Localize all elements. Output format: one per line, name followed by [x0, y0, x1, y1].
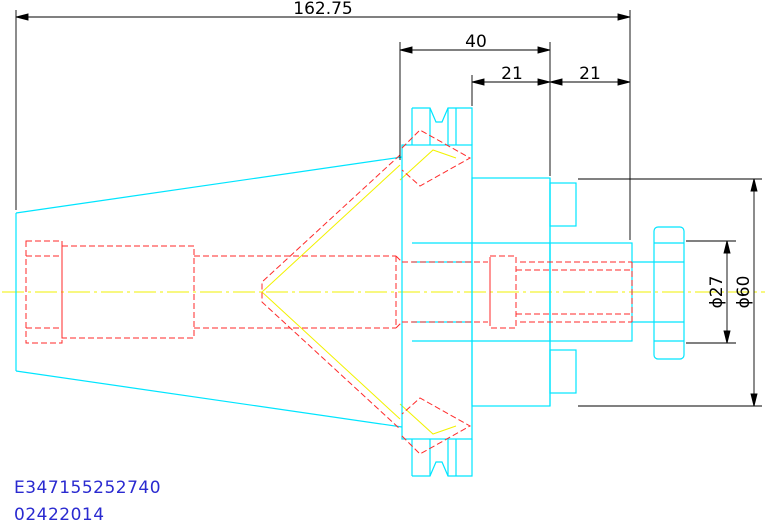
- part-code-primary: E347155252740: [14, 478, 162, 498]
- dimension-lines: [15, 10, 762, 407]
- dim-segment-right: 21: [579, 64, 601, 84]
- dim-diameter-large: ϕ60: [734, 276, 754, 309]
- v-groove-top: [412, 107, 473, 145]
- drive-key-top: [549, 182, 577, 227]
- bore-main: [61, 245, 195, 339]
- dim-flange-width: 40: [465, 32, 487, 52]
- taper-top-edge: [15, 156, 403, 214]
- clamp-nut: [653, 226, 685, 360]
- drive-key-bottom: [549, 349, 577, 394]
- centerline: [2, 149, 765, 435]
- outline: [15, 107, 685, 477]
- part-code-secondary: 02422014: [14, 505, 105, 523]
- dim-diameter-small: ϕ27: [707, 276, 727, 309]
- dim-overall-length: 162.75: [293, 0, 352, 19]
- hidden-lines: [25, 129, 633, 455]
- taper-bottom-edge: [15, 370, 403, 428]
- screw-head: [489, 255, 517, 329]
- dim-segment-left: 21: [501, 64, 523, 84]
- v-groove-bottom: [412, 439, 473, 477]
